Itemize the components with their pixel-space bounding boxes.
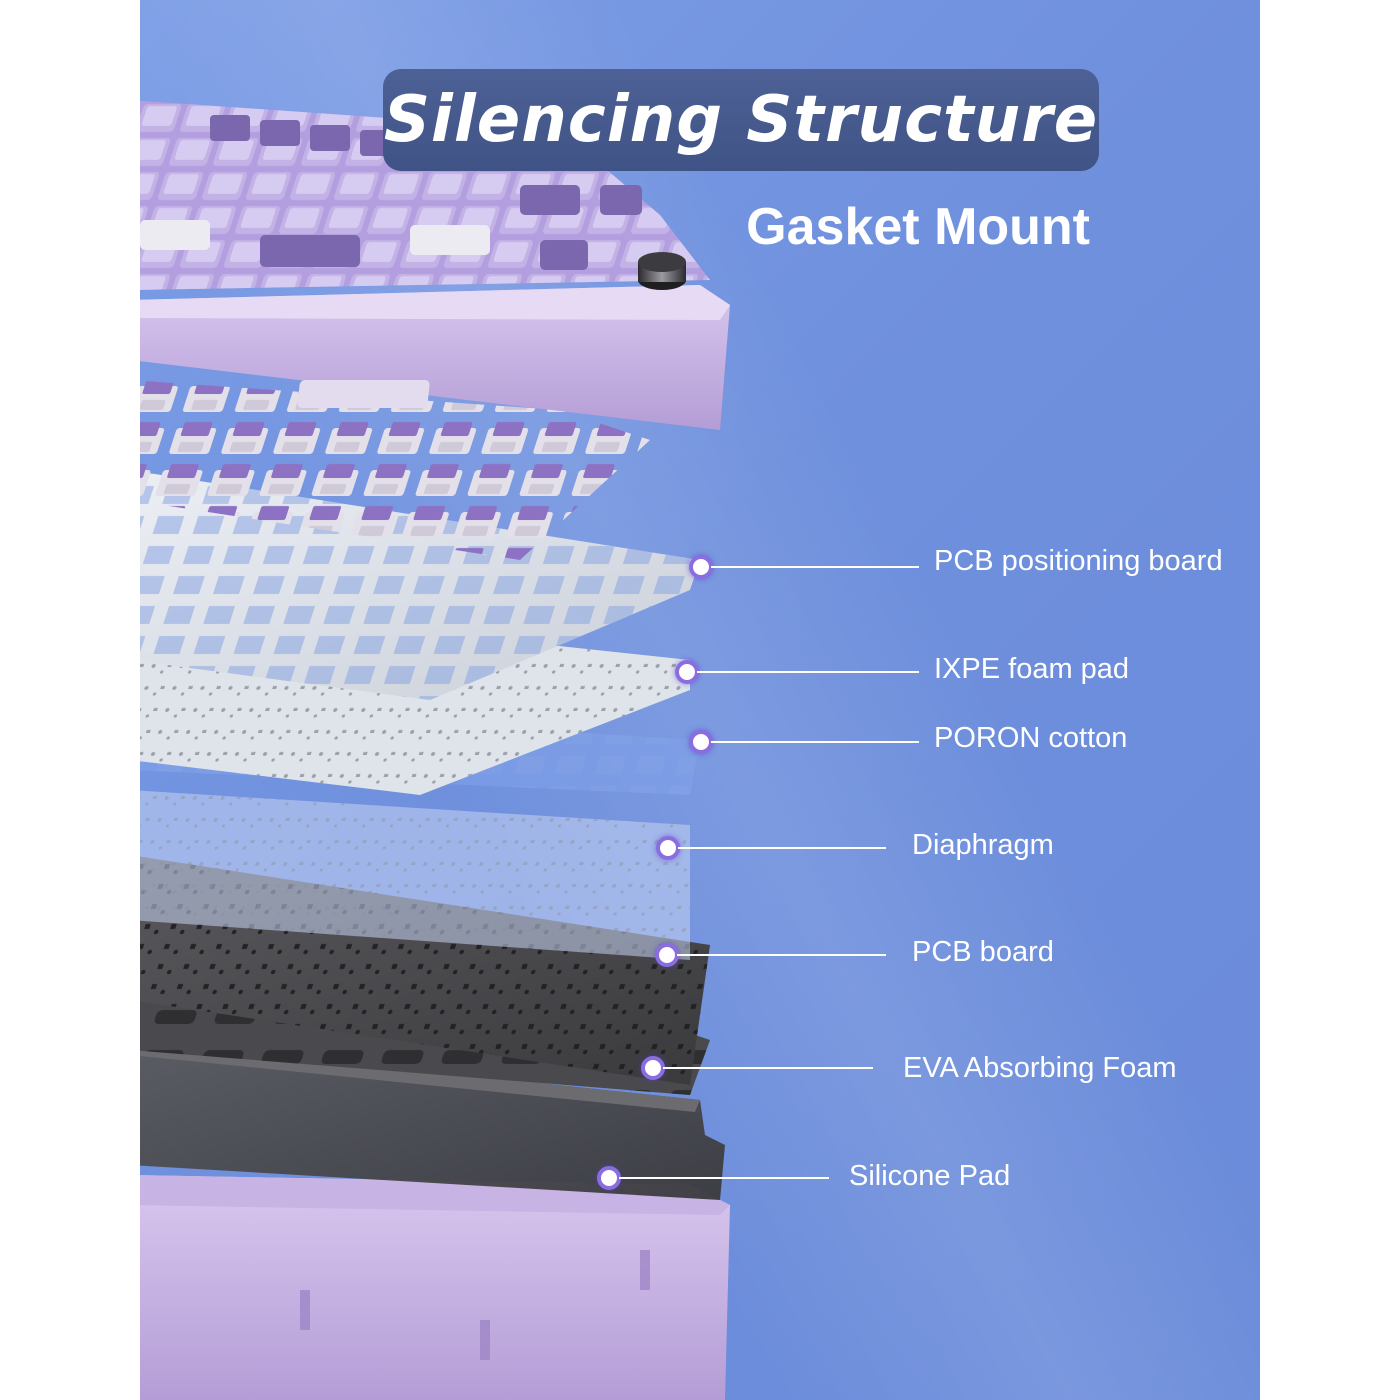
callout-line bbox=[678, 847, 886, 849]
callout-dot bbox=[655, 943, 679, 967]
page-title: Silencing Structure bbox=[383, 83, 1099, 157]
callout-line bbox=[619, 1177, 829, 1179]
callout-line bbox=[697, 671, 919, 673]
callout-dot bbox=[641, 1056, 665, 1080]
page-subtitle: Gasket Mount bbox=[746, 198, 1090, 256]
callout-dot bbox=[656, 836, 680, 860]
callout-dot bbox=[689, 555, 713, 579]
label-eva-absorbing-foam: EVA Absorbing Foam bbox=[903, 1052, 1177, 1084]
callout-dot bbox=[597, 1166, 621, 1190]
label-pcb-positioning-board: PCB positioning board bbox=[934, 545, 1223, 577]
label-ixpe-foam-pad: IXPE foam pad bbox=[934, 653, 1130, 685]
callout-line bbox=[711, 566, 919, 568]
callout-dot bbox=[675, 660, 699, 684]
title-banner: Silencing Structure bbox=[383, 69, 1099, 171]
label-poron-cotton: PORON cotton bbox=[934, 722, 1128, 754]
callout-line bbox=[663, 1067, 873, 1069]
label-silicone-pad: Silicone Pad bbox=[849, 1160, 1011, 1192]
label-diaphragm: Diaphragm bbox=[912, 829, 1054, 861]
label-pcb-board: PCB board bbox=[912, 936, 1054, 968]
callout-dot bbox=[689, 730, 713, 754]
callout-line bbox=[711, 741, 919, 743]
callout-line bbox=[677, 954, 886, 956]
